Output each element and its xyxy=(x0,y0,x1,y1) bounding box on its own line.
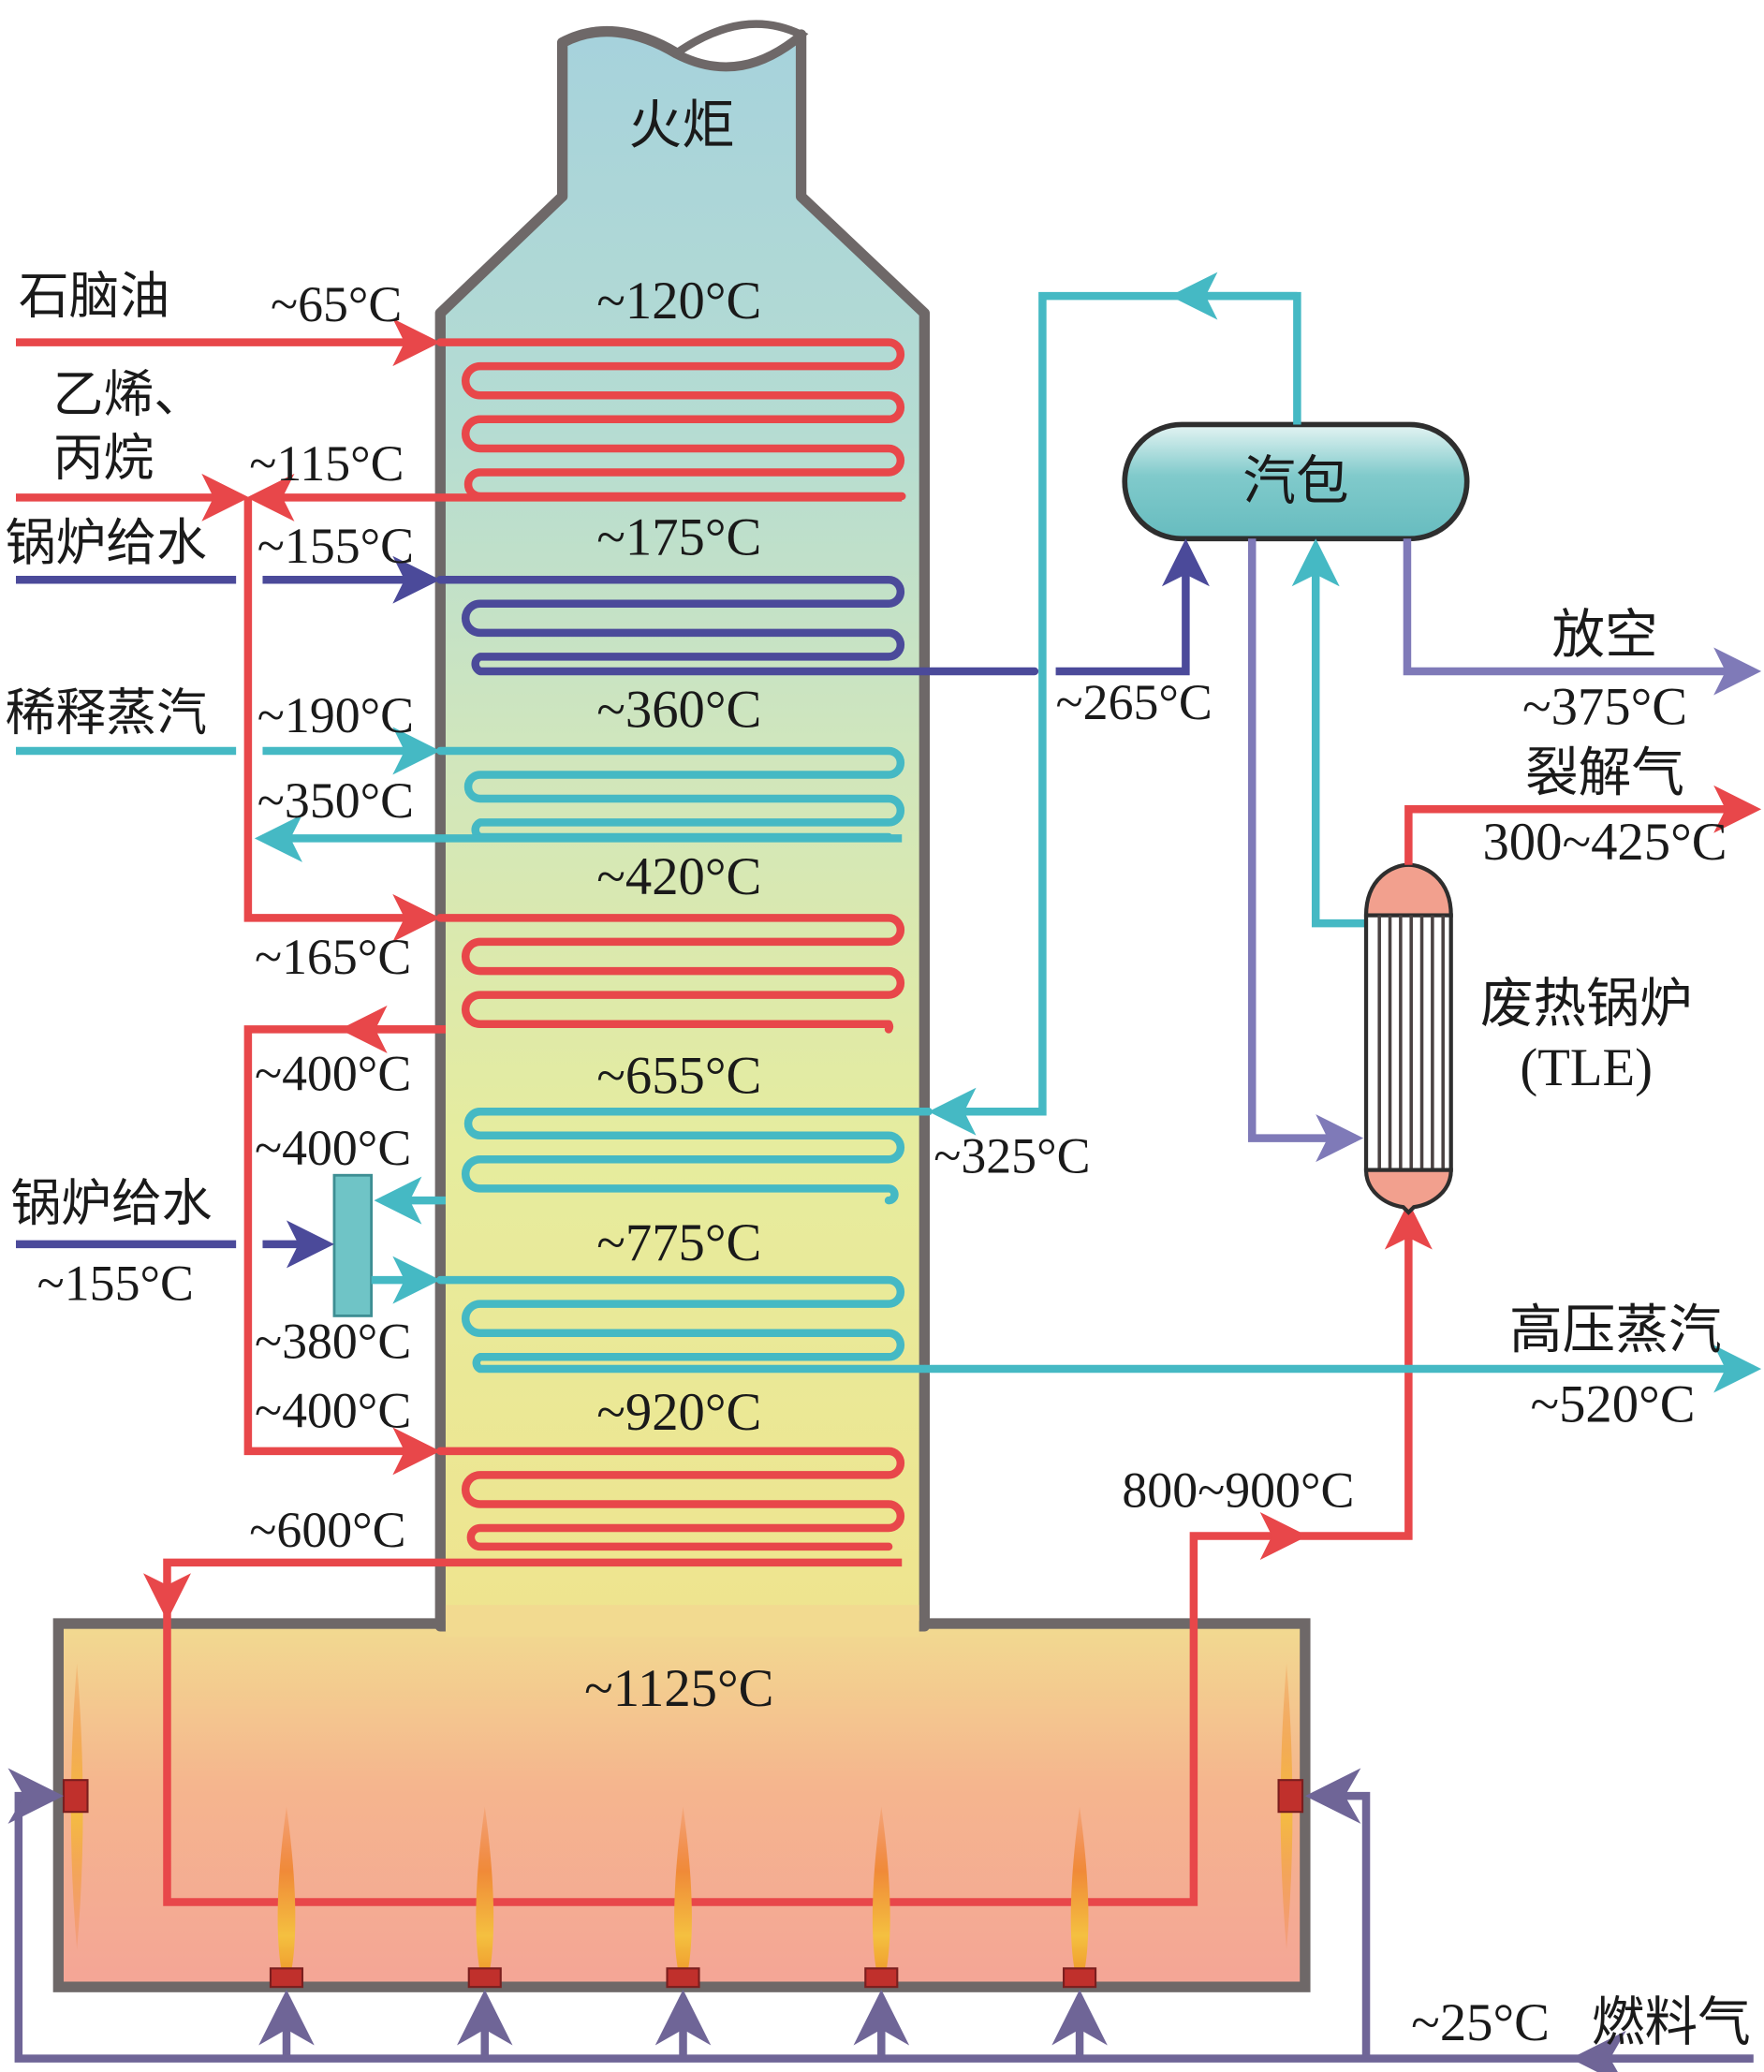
coil-naphtha-preheat xyxy=(436,338,906,501)
steam-temp-325: ~325°C xyxy=(933,1127,1090,1183)
coil-dilution-steam xyxy=(436,746,905,842)
dilution-steam-label: 稀释蒸汽 xyxy=(6,683,207,742)
naphtha-label: 石脑油 xyxy=(19,266,169,325)
fuel-gas-right-wall xyxy=(1304,1768,1371,2059)
zone-temp-360: ~360°C xyxy=(596,681,761,739)
floor-flame xyxy=(674,1806,692,1969)
radiant-tube xyxy=(163,1512,1308,1906)
pipe-drum-steam-out xyxy=(928,291,1301,1136)
bfw1-temp: ~155°C xyxy=(257,518,414,574)
zone-temp-175: ~175°C xyxy=(596,508,761,566)
cracked-gas-temp-800: 800~900°C xyxy=(1122,1462,1354,1518)
floor-burners xyxy=(269,1806,1097,1989)
temp-400-b: ~400°C xyxy=(255,1120,411,1176)
desuperheater xyxy=(332,1173,374,1317)
coil-hp-steam-2 xyxy=(436,1275,929,1374)
steam-drum-label: 汽包 xyxy=(1242,450,1348,512)
vent-temp: ~375°C xyxy=(1522,679,1687,737)
tle-abbr: (TLE) xyxy=(1520,1039,1653,1097)
bfw1-label: 锅炉给水 xyxy=(6,513,207,572)
floor-burner xyxy=(666,1967,700,1989)
floor-flame xyxy=(1070,1806,1089,1969)
fuel-gas-label: 燃料气 xyxy=(1592,1991,1751,2053)
zone-temp-920: ~920°C xyxy=(596,1384,761,1442)
floor-flame xyxy=(872,1806,890,1969)
transfer-line-exchanger xyxy=(1363,862,1453,1215)
temp-600: ~600°C xyxy=(249,1502,405,1558)
bfw-temp-265: ~265°C xyxy=(1056,674,1213,730)
dilution-steam-temp: ~190°C xyxy=(257,687,414,743)
zone-temp-1125: ~1125°C xyxy=(584,1660,773,1718)
bfw2-label: 锅炉给水 xyxy=(10,1173,212,1232)
fuel-gas-risers xyxy=(258,1989,1108,2059)
zone-temp-420: ~420°C xyxy=(596,848,761,906)
ethylene-temp: ~115°C xyxy=(249,435,404,492)
stack-label: 火炬 xyxy=(628,95,734,156)
naphtha-temp: ~65°C xyxy=(271,276,402,332)
floor-flame xyxy=(277,1806,296,1969)
floor-burner xyxy=(1063,1967,1097,1989)
zone-temp-120: ~120°C xyxy=(596,272,761,331)
floor-burner xyxy=(467,1967,502,1989)
coil-high-temp-feed xyxy=(436,1447,905,1551)
stack-opening xyxy=(669,20,809,70)
floor-flame xyxy=(476,1806,494,1969)
pipe-cracked-to-tle xyxy=(1300,1201,1433,1540)
ethylene-label-2: 丙烷 xyxy=(53,428,154,487)
temp-380: ~380°C xyxy=(255,1314,411,1370)
pipe-riser xyxy=(1291,538,1367,928)
floor-burner xyxy=(269,1967,304,1989)
hp-steam-temp: ~520°C xyxy=(1530,1376,1695,1434)
floor-burner xyxy=(864,1967,899,1989)
pipe-to-radiant xyxy=(142,1558,903,1622)
cracked-gas-temp: 300~425°C xyxy=(1482,814,1727,872)
pipe-bfw-to-drum xyxy=(1055,538,1210,676)
zone-temp-655: ~655°C xyxy=(596,1047,761,1105)
coil-bfw-economizer xyxy=(436,575,1039,676)
pipe-cracked-gas-out xyxy=(1404,785,1762,865)
mixed-temp-165: ~165°C xyxy=(255,929,411,985)
wall-burner-left xyxy=(62,1779,89,1814)
wall-burners xyxy=(62,1663,1304,1950)
wall-burner-right xyxy=(1277,1779,1304,1814)
ethylene-label-1: 乙烯、 xyxy=(53,364,204,423)
pipe-vent xyxy=(1403,538,1762,696)
temp-400-c: ~400°C xyxy=(255,1382,411,1438)
zone-temperatures: ~120°C ~175°C ~360°C ~420°C ~655°C ~775°… xyxy=(584,272,773,1718)
coil-hp-steam-1 xyxy=(462,1107,933,1205)
hp-steam-label: 高压蒸汽 xyxy=(1509,1299,1722,1360)
zone-temp-775: ~775°C xyxy=(596,1214,761,1272)
cracked-gas-label: 裂解气 xyxy=(1525,742,1684,803)
fuel-gas-header xyxy=(7,1768,1754,2063)
vent-label: 放空 xyxy=(1551,604,1657,666)
steam-out-350: ~350°C xyxy=(257,772,414,829)
temp-400-a: ~400°C xyxy=(255,1046,411,1102)
bfw2-temp: ~155°C xyxy=(37,1255,194,1311)
furnace xyxy=(52,20,1311,1992)
pipe-mixed-feed-down xyxy=(243,497,441,942)
pipe-downcomer xyxy=(1247,538,1364,1163)
tle-label: 废热锅炉 xyxy=(1480,973,1693,1035)
coil-mixed-feed xyxy=(436,914,905,1034)
fuel-gas-temp: ~25°C xyxy=(1411,1994,1550,2052)
